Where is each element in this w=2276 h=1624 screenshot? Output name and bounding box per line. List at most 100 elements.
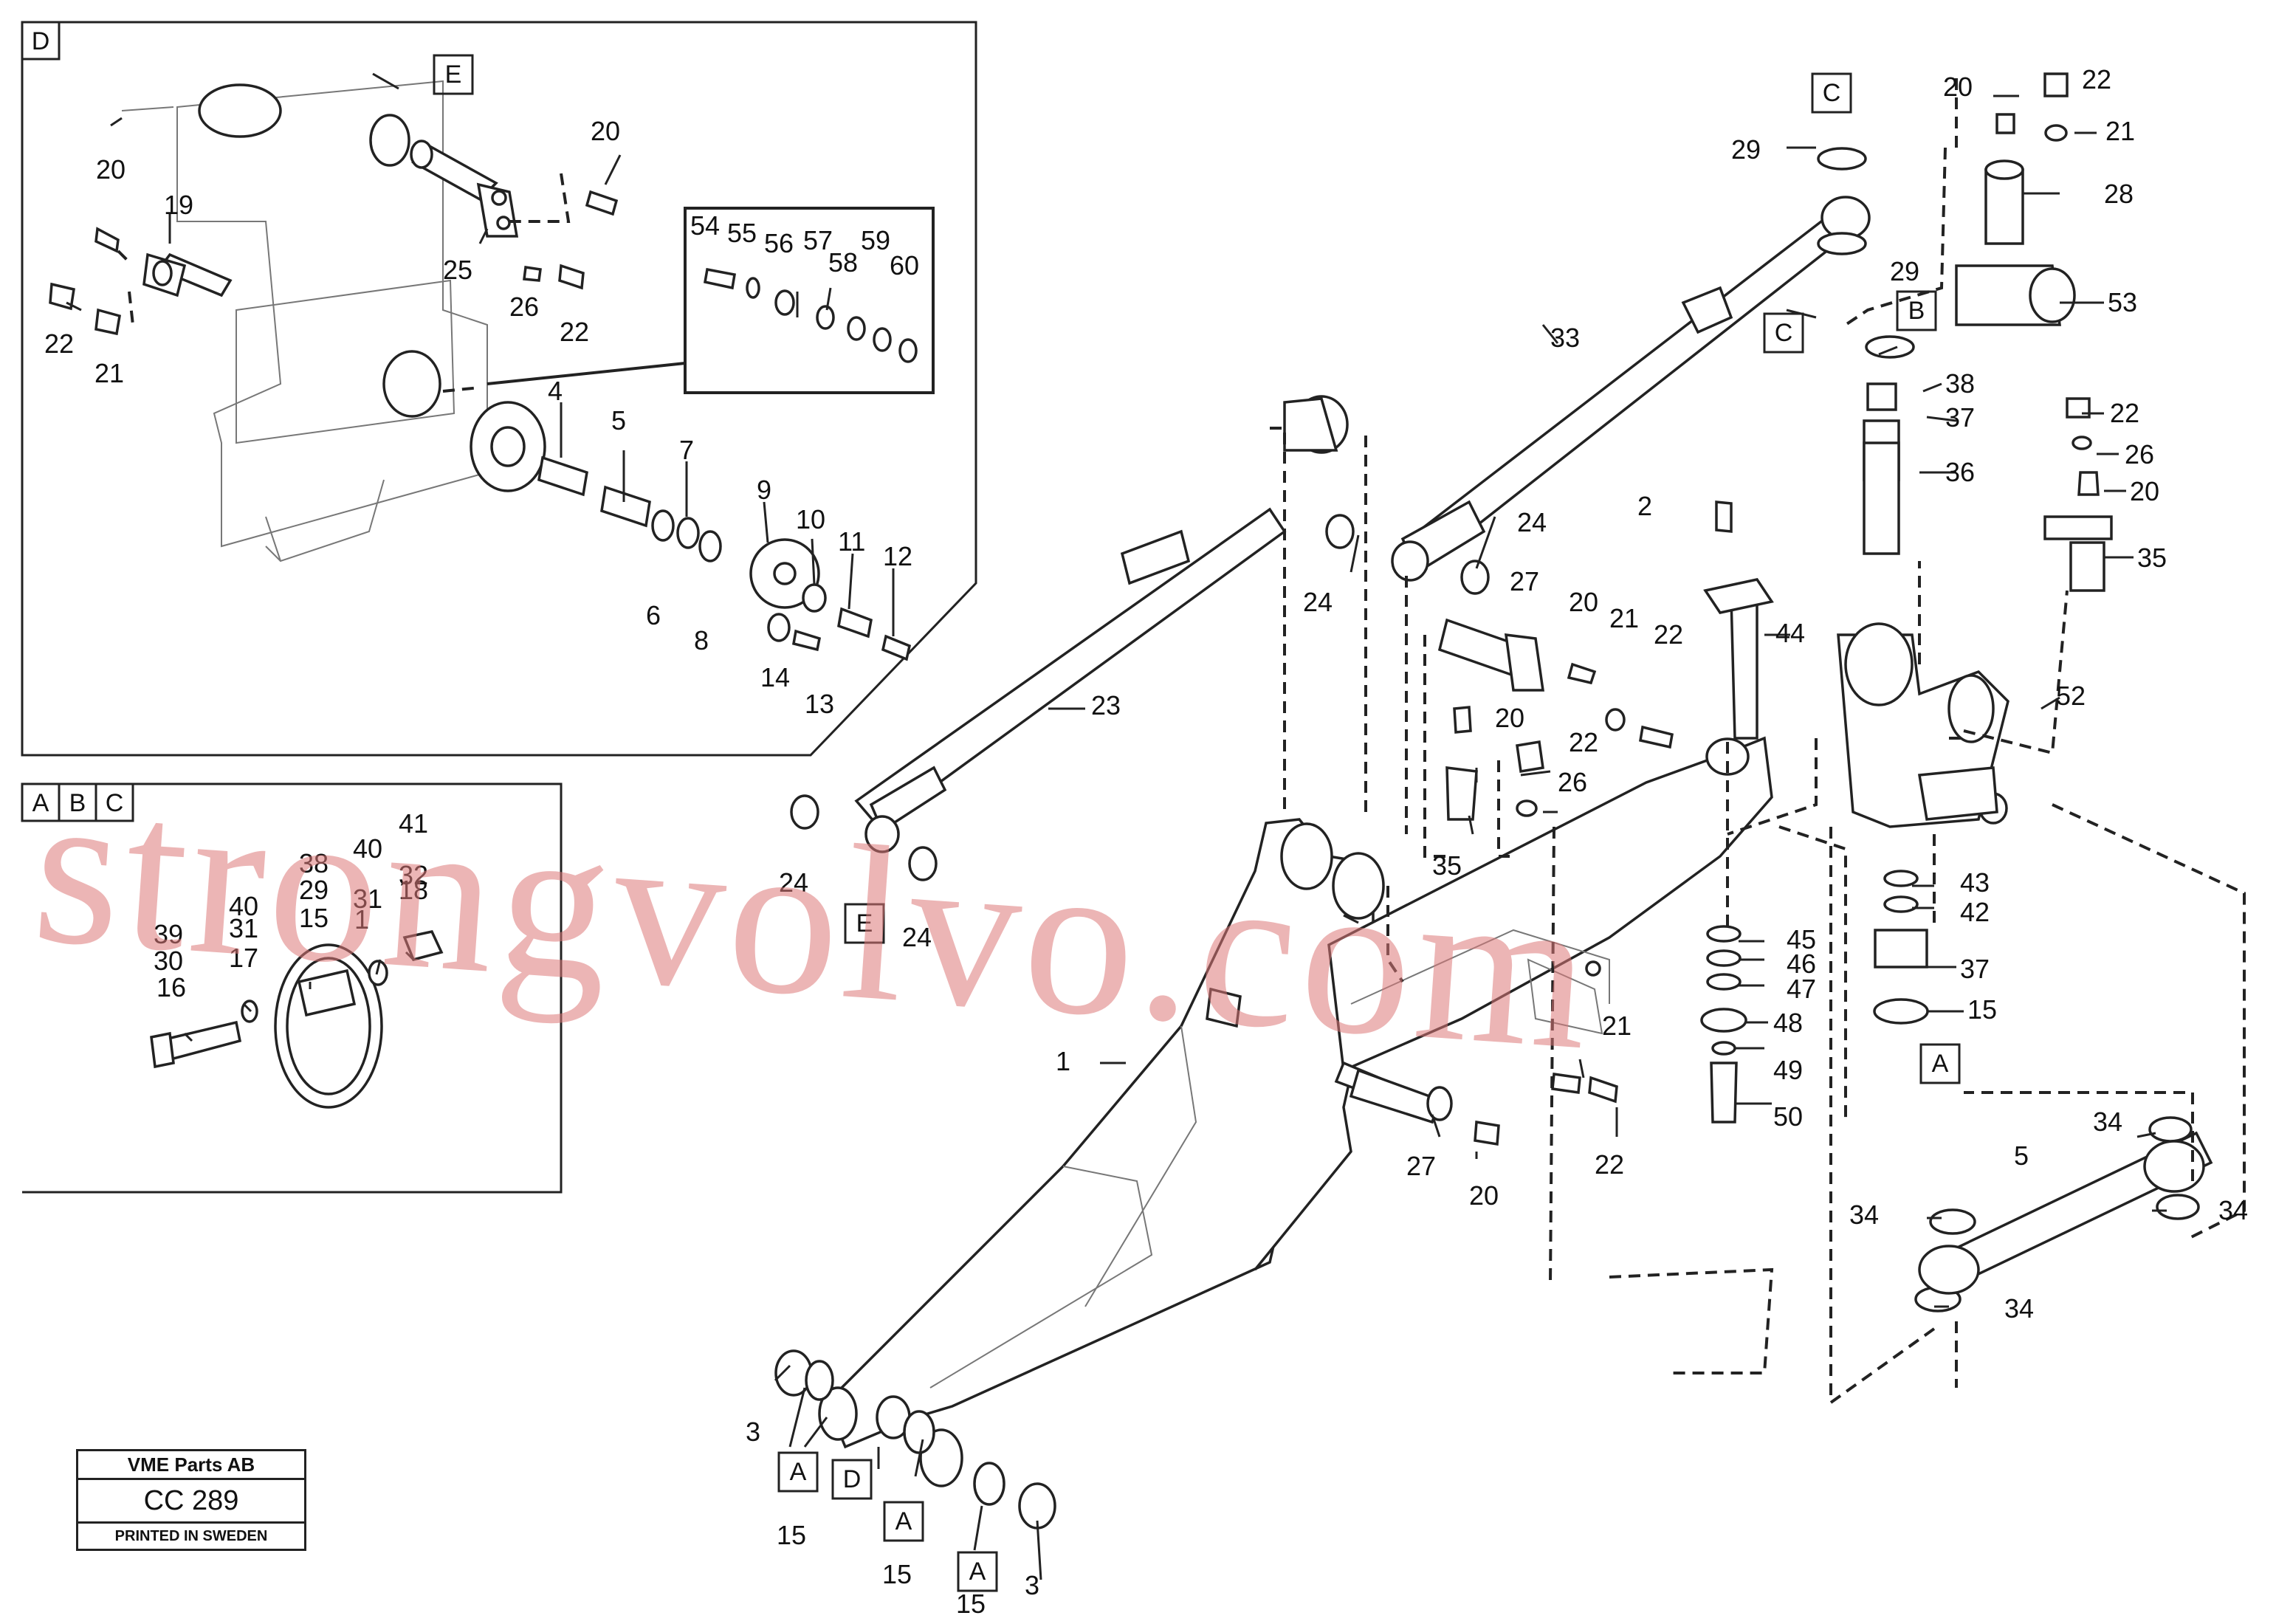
detail-abc-inset: A B C bbox=[21, 782, 563, 1194]
callout: 47 bbox=[1787, 974, 1816, 1004]
ref-box-e-top: E bbox=[445, 61, 462, 89]
callout: 3 bbox=[1025, 1570, 1039, 1600]
callout: 6 bbox=[646, 600, 661, 630]
ref-box-a-bottom-1: A bbox=[790, 1458, 807, 1486]
callout: 38 bbox=[299, 848, 329, 878]
callout: 57 bbox=[803, 225, 833, 255]
callout: 21 bbox=[1602, 1011, 1632, 1041]
ref-box-a-right: A bbox=[1932, 1050, 1949, 1078]
stamp-code: CC 289 bbox=[78, 1480, 304, 1524]
callout: 25 bbox=[443, 255, 472, 285]
callout: 21 bbox=[1609, 603, 1639, 633]
detail-a-label: A bbox=[32, 789, 49, 817]
callout: 34 bbox=[2093, 1107, 2122, 1137]
callout: 28 bbox=[2104, 179, 2134, 209]
detail-b-label: B bbox=[69, 789, 86, 817]
callout: 46 bbox=[1787, 949, 1816, 979]
callout: 24 bbox=[902, 922, 932, 952]
callout: 35 bbox=[2137, 543, 2167, 573]
callout: 43 bbox=[1960, 867, 1990, 898]
ref-box-d-bottom: D bbox=[843, 1465, 862, 1493]
callout: 30 bbox=[154, 946, 183, 976]
callout: 33 bbox=[1550, 323, 1580, 353]
callout: 21 bbox=[2105, 116, 2135, 146]
callout: 40 bbox=[229, 891, 258, 921]
callout: 39 bbox=[154, 919, 183, 949]
detail-c-label: C bbox=[106, 789, 124, 817]
callout: 14 bbox=[760, 662, 790, 692]
callout: 20 bbox=[591, 116, 620, 146]
callout: 12 bbox=[883, 541, 912, 571]
callout: 29 bbox=[1731, 134, 1761, 165]
callout: 58 bbox=[828, 247, 858, 278]
callout: 42 bbox=[1960, 897, 1990, 927]
stamp-printed: PRINTED IN SWEDEN bbox=[114, 1528, 268, 1544]
callout: 34 bbox=[2218, 1195, 2248, 1225]
callout: 40 bbox=[353, 833, 382, 864]
callout: 41 bbox=[399, 808, 428, 839]
callout: 23 bbox=[1091, 690, 1121, 720]
callout: 24 bbox=[1517, 507, 1547, 537]
callout: 29 bbox=[1890, 256, 1919, 286]
ref-box-e-low: E bbox=[856, 909, 873, 937]
callout: 60 bbox=[890, 250, 919, 281]
callout: 45 bbox=[1787, 924, 1816, 954]
ref-box-c-top: C bbox=[1823, 79, 1841, 107]
detail-d-label: D bbox=[32, 27, 50, 55]
callout: 37 bbox=[1960, 954, 1990, 984]
callout: 52 bbox=[2056, 681, 2086, 711]
callout: 1 bbox=[1056, 1046, 1070, 1076]
callout: 22 bbox=[2110, 398, 2139, 428]
callout: 13 bbox=[805, 689, 834, 719]
callout: 31 bbox=[353, 884, 382, 914]
callout: 7 bbox=[679, 435, 694, 465]
callout: 22 bbox=[1654, 619, 1683, 650]
callout: 31 bbox=[229, 913, 258, 943]
callout: 56 bbox=[764, 228, 794, 258]
callout: 22 bbox=[1595, 1149, 1624, 1180]
callout: 5 bbox=[2014, 1140, 2029, 1171]
callout: 22 bbox=[1569, 727, 1598, 757]
callout: 26 bbox=[2125, 439, 2154, 469]
callout: 37 bbox=[1945, 402, 1975, 433]
callout: 18 bbox=[399, 875, 428, 905]
callout: 3 bbox=[746, 1417, 760, 1447]
ref-box-c-mid: C bbox=[1775, 319, 1793, 347]
callout: 24 bbox=[1303, 587, 1333, 617]
callout: 24 bbox=[779, 867, 808, 898]
callout: 34 bbox=[2004, 1293, 2034, 1324]
callout: 8 bbox=[694, 625, 709, 656]
callout: 34 bbox=[1849, 1200, 1879, 1230]
callout: 20 bbox=[96, 154, 126, 185]
callout: 26 bbox=[509, 292, 539, 322]
callout: 20 bbox=[1943, 72, 1973, 102]
callout: 32 bbox=[399, 860, 428, 890]
leader-lines bbox=[66, 72, 2167, 1580]
callout: 53 bbox=[2108, 287, 2137, 317]
callout: 54 bbox=[690, 210, 720, 241]
callout: 44 bbox=[1775, 618, 1805, 648]
callout: 21 bbox=[94, 358, 124, 388]
callout: 5 bbox=[611, 405, 626, 436]
callout: 2 bbox=[1637, 491, 1652, 521]
callout: 35 bbox=[1432, 850, 1462, 881]
callout: 26 bbox=[1558, 767, 1587, 797]
reference-boxes: E C C B E A A D A A bbox=[433, 54, 1961, 1592]
callout: 1 bbox=[354, 904, 369, 935]
callout: 20 bbox=[1469, 1180, 1499, 1211]
callout: 9 bbox=[757, 475, 771, 505]
callout: 15 bbox=[299, 903, 329, 933]
callout: 10 bbox=[796, 504, 825, 534]
callout: 38 bbox=[1945, 368, 1975, 399]
callout: 20 bbox=[1495, 703, 1524, 733]
callout: 22 bbox=[560, 317, 589, 347]
callout: 50 bbox=[1773, 1101, 1803, 1132]
callout: 36 bbox=[1945, 457, 1975, 487]
callout: 29 bbox=[299, 875, 329, 905]
callout: 27 bbox=[1510, 566, 1539, 596]
callout: 49 bbox=[1773, 1055, 1803, 1085]
callout: 59 bbox=[861, 225, 890, 255]
callout: 22 bbox=[2082, 64, 2111, 94]
callout: 55 bbox=[727, 218, 757, 248]
